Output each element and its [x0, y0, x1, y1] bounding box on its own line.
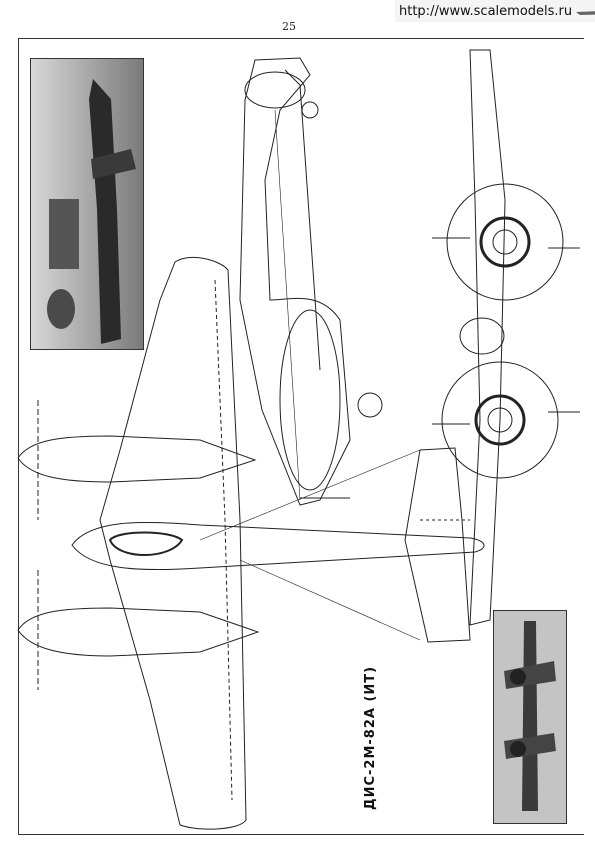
watermark-banner: http://www.scalemodels.ru: [395, 0, 595, 22]
page-number: 25: [282, 20, 296, 33]
aircraft-photo-top-left: [30, 58, 144, 350]
drawing-caption: ДИС-2М-82А (ИТ): [363, 665, 378, 810]
watermark-url: http://www.scalemodels.ru: [399, 3, 573, 19]
page-frame: [18, 38, 584, 835]
aircraft-photo-bottom-right: [493, 610, 567, 824]
watermark-aircraft-icon: [576, 11, 595, 15]
